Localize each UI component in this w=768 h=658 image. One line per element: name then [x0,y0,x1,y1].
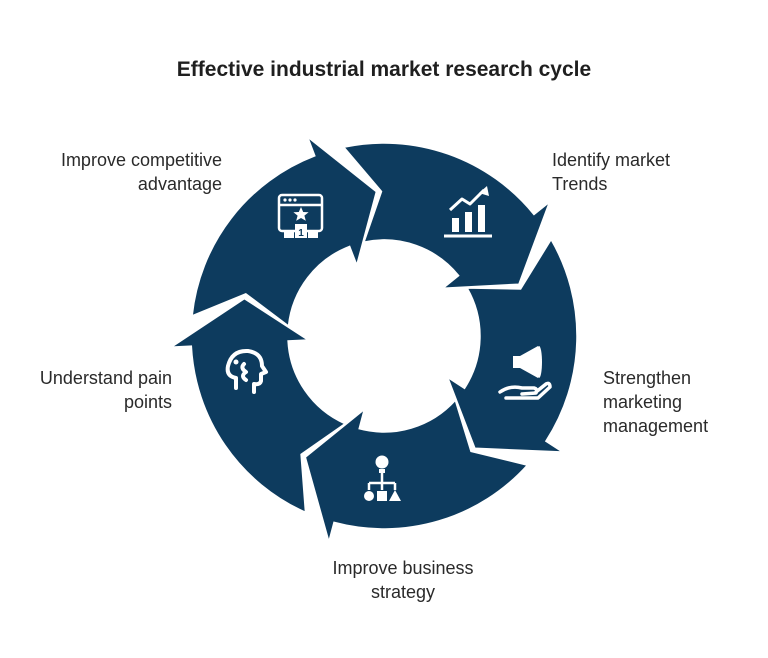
segment-identify-market-trends [342,142,552,290]
step-label-strengthen-marketing-management: Strengthen marketing management [603,368,709,436]
rising-bar-chart-icon [444,186,492,238]
web-podium-star-icon: 1 [277,193,324,239]
step-label-understand-pain-points: Understand pain points [39,368,172,412]
segment-understand-pain-points [168,297,347,514]
megaphone-hand-icon [498,346,552,400]
step-label-identify-market-trends: Identify market Trends [552,150,671,194]
step-label-improve-business-strategy: Improve business strategy [332,558,474,602]
segment-strengthen-marketing-management [446,238,578,453]
step-label-improve-competitive-advantage: Improve competitive advantage [60,150,222,194]
svg-text:1: 1 [298,228,304,239]
cycle-segments [168,134,578,545]
lightbulb-flowchart-icon [364,455,401,501]
heads-profile-icon [225,348,268,394]
segment-improve-business-strategy [304,398,529,545]
diagram-title: Effective industrial market research cyc… [176,58,592,81]
